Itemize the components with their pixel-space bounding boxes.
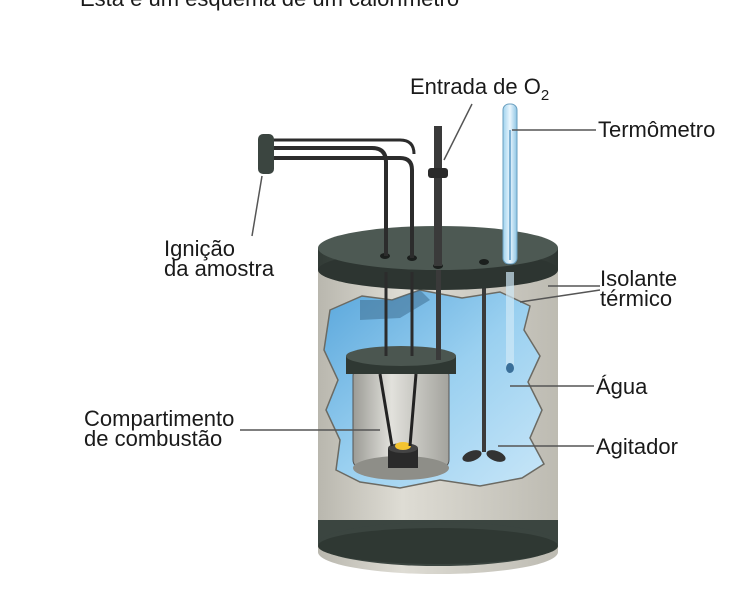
label-ignition-line1: Ignição xyxy=(164,236,235,261)
label-oxygen-subscript: 2 xyxy=(540,87,550,104)
label-water: Água xyxy=(596,374,648,399)
label-insulator-line2: térmico xyxy=(600,286,673,311)
thermometer xyxy=(502,103,518,373)
label-insulator-line1: Isolante xyxy=(600,266,678,291)
label-thermometer: Termômetro xyxy=(598,117,716,142)
label-stirrer: Agitador xyxy=(596,434,678,459)
flame-icon xyxy=(395,442,411,450)
oxygen-inlet-pipe xyxy=(428,126,448,360)
label-ignition: Ignição da amostra xyxy=(164,238,274,280)
label-combustion-chamber: Compartimento de combustão xyxy=(84,408,234,450)
label-thermal-insulator: Isolante térmico xyxy=(600,268,677,310)
ignition-wires xyxy=(258,134,416,356)
cropped-caption: Esta é um esquema de um calorímetro xyxy=(80,0,459,10)
label-chamber-line2: de combustão xyxy=(84,426,223,451)
combustion-chamber xyxy=(346,346,456,480)
label-oxygen-inlet: Entrada de O2 xyxy=(410,74,550,105)
label-ignition-line2: da amostra xyxy=(164,256,275,281)
label-chamber-line1: Compartimento xyxy=(84,406,235,431)
stirrer-rod xyxy=(462,268,506,462)
leader-lines xyxy=(240,103,601,447)
